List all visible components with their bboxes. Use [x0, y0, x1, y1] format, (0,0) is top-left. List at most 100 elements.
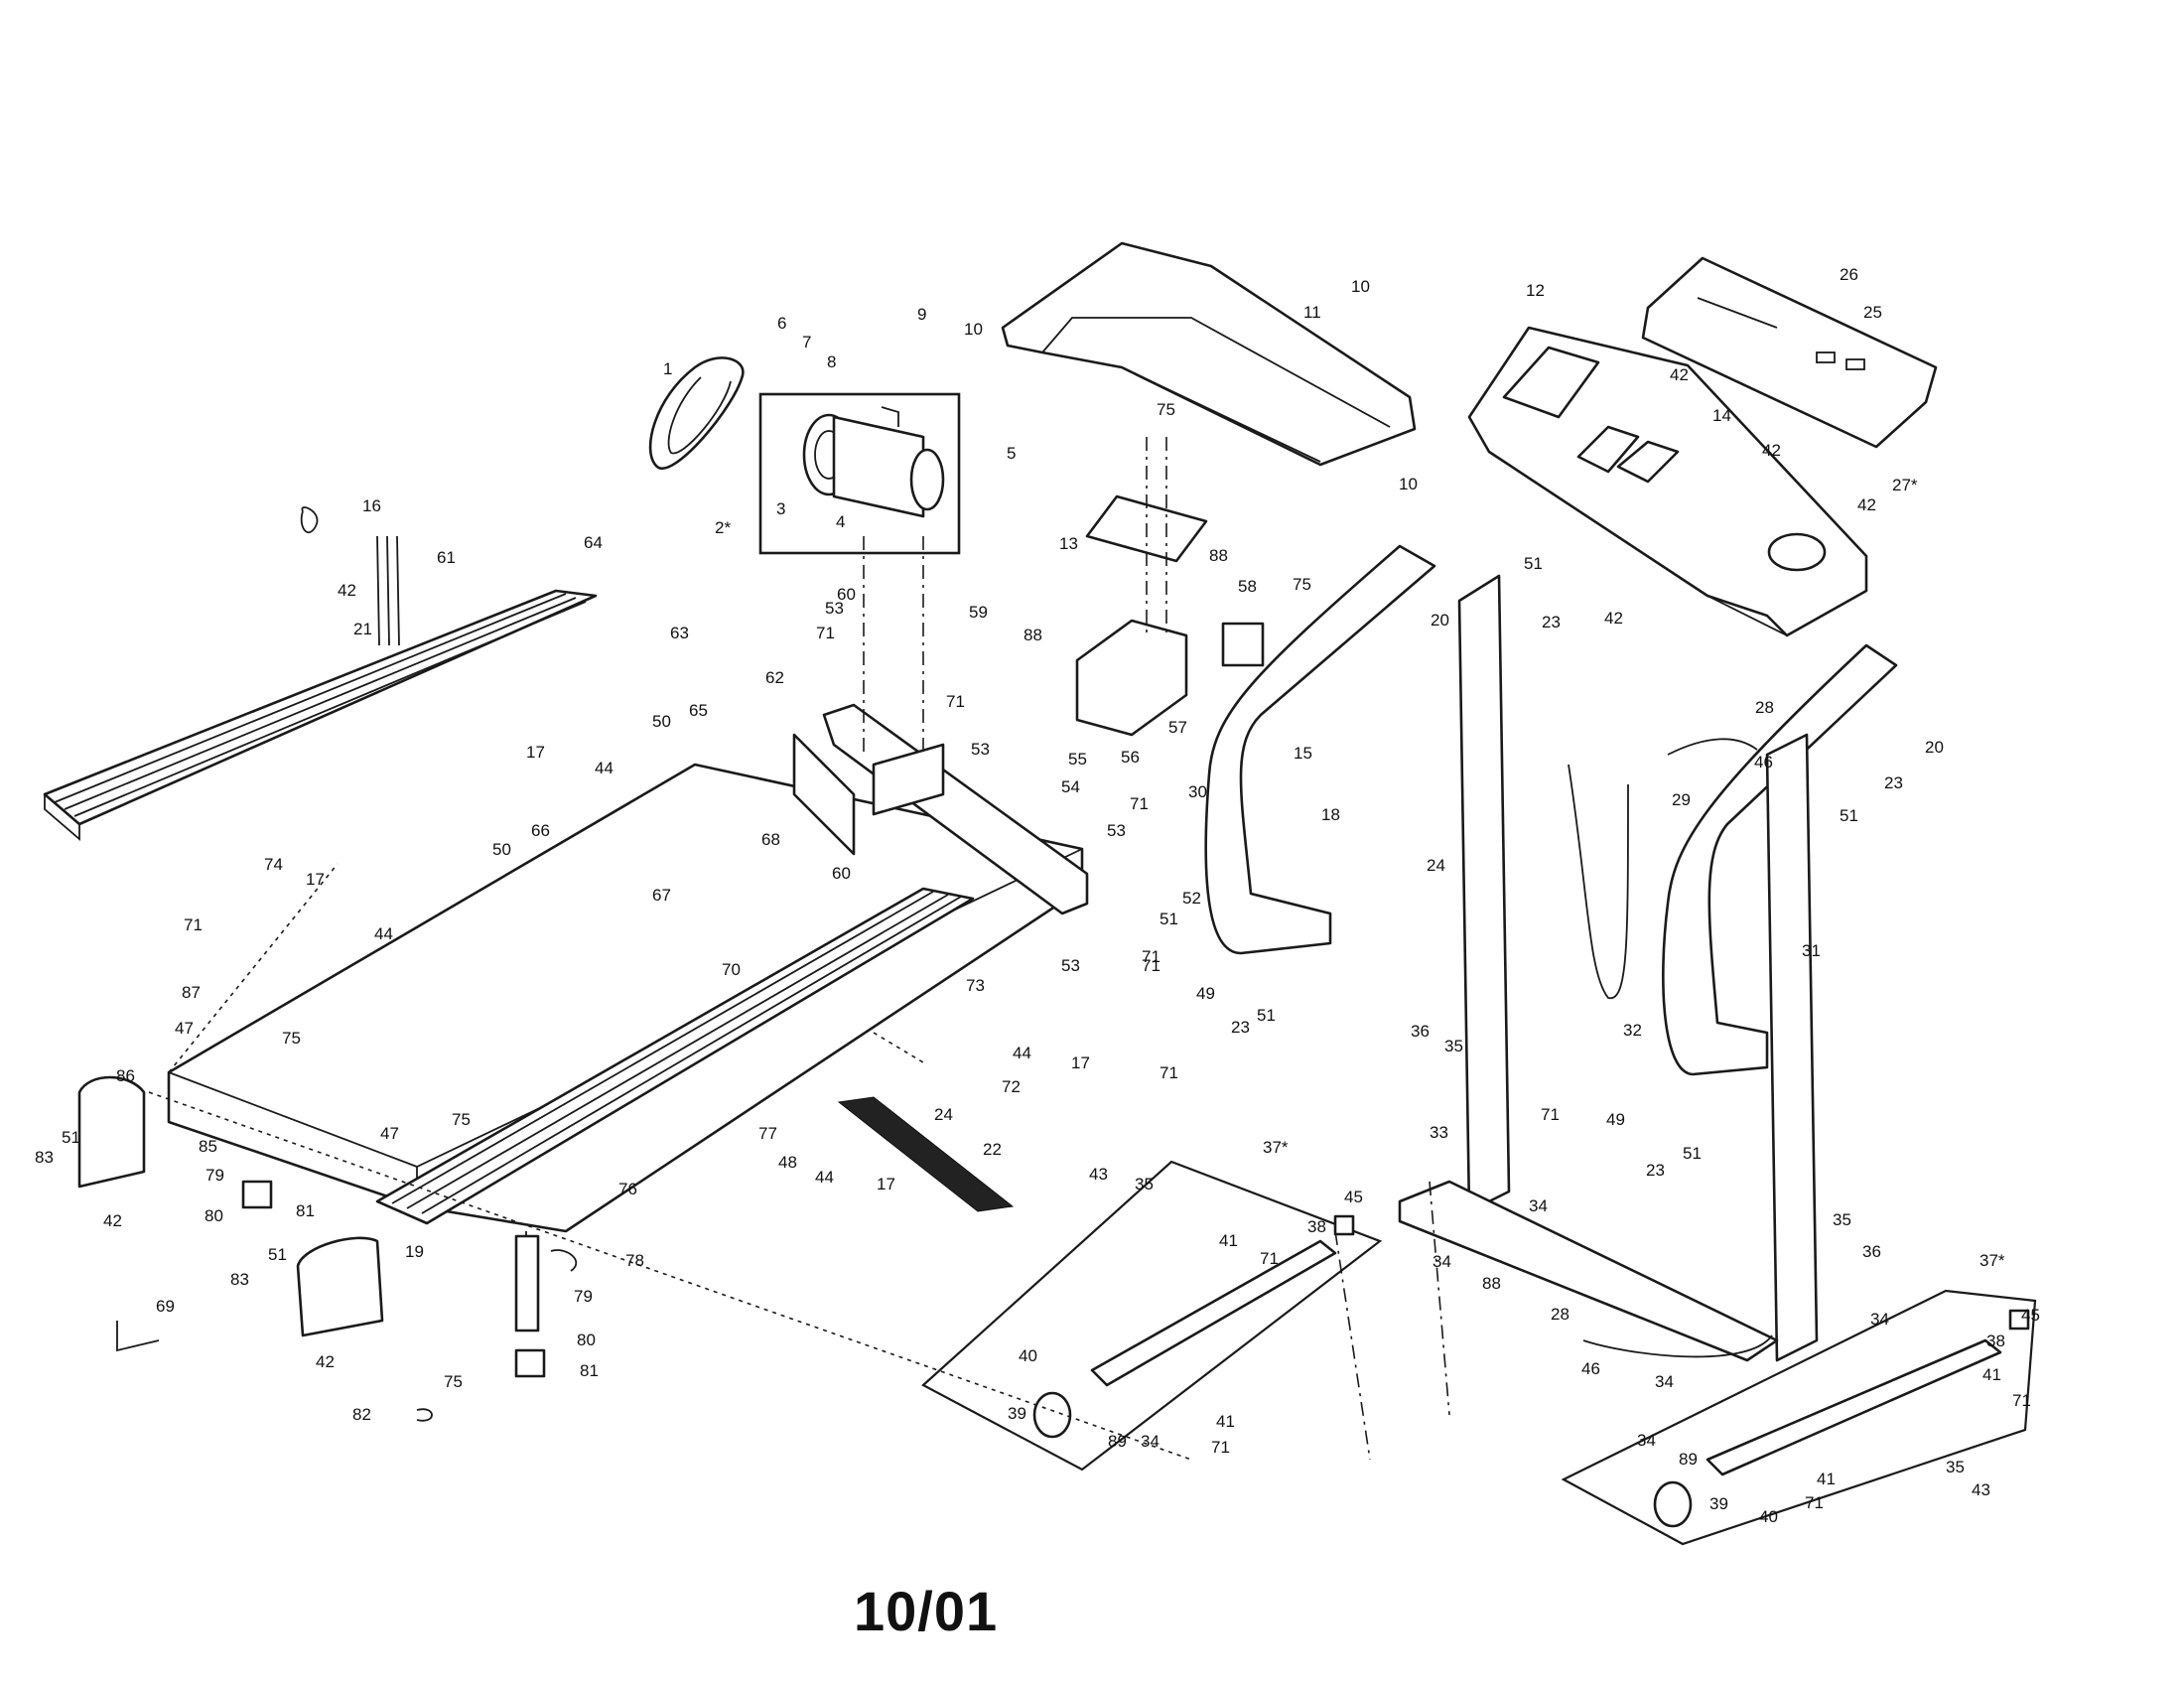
callout-71: 71: [816, 624, 835, 642]
callout-81: 81: [580, 1361, 599, 1380]
front-foot-left: [921, 1160, 1383, 1472]
callout-52: 52: [1182, 889, 1201, 908]
callout-51: 51: [1257, 1006, 1276, 1025]
callout-41: 41: [1982, 1365, 2001, 1384]
callout-51: 51: [1840, 806, 1858, 825]
callout-75: 75: [452, 1110, 471, 1129]
callout-44: 44: [595, 759, 614, 777]
callout-71: 71: [1142, 956, 1160, 975]
callout-23: 23: [1646, 1161, 1665, 1180]
callout-24: 24: [934, 1105, 953, 1124]
callout-71: 71: [1211, 1438, 1230, 1457]
callout-32: 32: [1623, 1021, 1642, 1040]
callout-88: 88: [1482, 1274, 1501, 1293]
callout-35: 35: [1946, 1458, 1965, 1476]
callout-42: 42: [1762, 441, 1781, 460]
callout-10: 10: [1399, 475, 1418, 493]
callout-20: 20: [1431, 611, 1449, 630]
callout-28: 28: [1755, 698, 1774, 717]
callout-42: 42: [1604, 609, 1623, 628]
callout-20: 20: [1925, 738, 1944, 757]
callout-60: 60: [837, 585, 856, 604]
callout-71: 71: [1260, 1249, 1279, 1268]
wire-harness: [1568, 738, 1773, 1358]
callout-63: 63: [670, 624, 689, 642]
callout-85: 85: [199, 1137, 217, 1156]
right-handrail: [1662, 643, 1898, 1076]
front-foot-right: [1561, 1289, 2037, 1546]
callout-12: 12: [1526, 281, 1545, 300]
callout-39: 39: [1008, 1404, 1026, 1423]
callout-53: 53: [971, 740, 990, 759]
callout-31: 31: [1802, 941, 1821, 960]
callout-80: 80: [577, 1331, 596, 1349]
callout-87: 87: [182, 983, 201, 1002]
callout-53: 53: [825, 599, 844, 618]
callout-69: 69: [156, 1297, 175, 1316]
callout-75: 75: [1157, 400, 1175, 419]
callout-24: 24: [1427, 856, 1445, 875]
callout-60: 60: [832, 864, 851, 883]
anti-slip-strip: [837, 1096, 1015, 1212]
callout-38: 38: [1307, 1217, 1326, 1236]
callout-67: 67: [652, 886, 671, 905]
part-callouts: 12*3456789101010111213141516171717171819…: [35, 265, 2040, 1526]
base-frame: [792, 703, 1089, 915]
callout-43: 43: [1972, 1480, 1990, 1499]
callout-74: 74: [264, 855, 283, 874]
callout-36: 36: [1862, 1242, 1881, 1261]
callout-71: 71: [1142, 947, 1160, 966]
callout-61: 61: [437, 548, 456, 567]
bracket-plate: [1075, 494, 1265, 737]
callout-44: 44: [374, 924, 393, 943]
callout-30: 30: [1188, 782, 1207, 801]
callout-34: 34: [1870, 1310, 1889, 1329]
callout-83: 83: [35, 1148, 54, 1167]
callout-82: 82: [352, 1405, 371, 1424]
callout-51: 51: [268, 1245, 287, 1264]
callout-28: 28: [1551, 1305, 1570, 1324]
callout-56: 56: [1121, 748, 1140, 767]
callout-35: 35: [1135, 1175, 1154, 1193]
callout-58: 58: [1238, 577, 1257, 596]
callout-75: 75: [1293, 575, 1311, 594]
callout-37-star: 37*: [1263, 1138, 1289, 1157]
callout-10: 10: [1351, 277, 1370, 296]
callout-41: 41: [1219, 1231, 1238, 1250]
callout-37-star: 37*: [1979, 1251, 2005, 1270]
callout-44: 44: [815, 1168, 834, 1187]
callout-75: 75: [282, 1029, 301, 1048]
callout-34: 34: [1637, 1431, 1656, 1450]
callout-55: 55: [1068, 750, 1087, 769]
callout-51: 51: [1524, 554, 1543, 573]
callout-42: 42: [1857, 495, 1876, 514]
callout-35: 35: [1833, 1210, 1851, 1229]
callout-11: 11: [1303, 303, 1321, 322]
callout-62: 62: [765, 668, 784, 687]
motor-hood: [1001, 241, 1417, 467]
callout-42: 42: [316, 1352, 335, 1371]
console-base: [1467, 326, 1868, 637]
callout-89: 89: [1679, 1450, 1698, 1469]
callout-42: 42: [338, 581, 356, 600]
callout-57: 57: [1168, 718, 1187, 737]
callout-80: 80: [205, 1206, 223, 1225]
callout-18: 18: [1321, 805, 1340, 824]
callout-7: 7: [802, 333, 811, 351]
callout-25: 25: [1863, 303, 1882, 322]
callout-23: 23: [1231, 1018, 1250, 1037]
callout-79: 79: [574, 1287, 593, 1306]
callout-15: 15: [1294, 744, 1312, 763]
callout-46: 46: [1754, 753, 1773, 772]
callout-71: 71: [1805, 1493, 1824, 1512]
callout-21: 21: [353, 620, 372, 638]
callout-88: 88: [1024, 626, 1042, 644]
revision-date: 10/01: [854, 1580, 999, 1642]
callout-6: 6: [777, 314, 786, 333]
callout-47: 47: [175, 1019, 194, 1038]
callout-73: 73: [966, 976, 985, 995]
callout-17: 17: [1071, 1053, 1090, 1072]
callout-49: 49: [1606, 1110, 1625, 1129]
callout-17: 17: [306, 870, 325, 889]
callout-45: 45: [2021, 1306, 2040, 1325]
